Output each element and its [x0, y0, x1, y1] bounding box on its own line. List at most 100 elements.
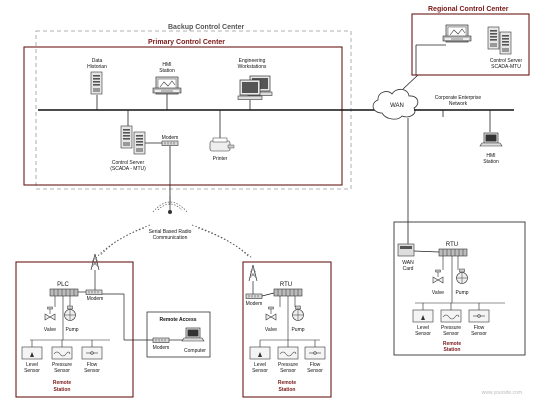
data-historian-node: Data Historian	[87, 58, 107, 110]
rs3-valve-icon	[432, 269, 444, 284]
wan-label: WAN	[390, 103, 404, 109]
radio-label-1: Serial Based Radio	[149, 229, 192, 235]
control-server-node: Control Server (SCADA - MTU)	[110, 110, 162, 172]
regional-server-icon-a	[487, 26, 500, 50]
remote-access-modem-label: Modem	[153, 345, 170, 351]
rs3-title-1: Remote	[443, 341, 462, 347]
modem-primary-label: Modem	[162, 135, 179, 141]
remote-station-1-region	[15, 261, 134, 398]
rs1-title-1: Remote	[53, 380, 72, 386]
rs2-flow-label-1: Flow	[310, 362, 321, 368]
control-server-label-2: (SCADA - MTU)	[110, 166, 146, 172]
remote-access-modem-icon	[152, 337, 170, 343]
primary-control-center-region	[23, 46, 343, 186]
engineering-workstations-node: Engineering Workstations	[237, 58, 273, 110]
regional-control-center-region	[411, 13, 530, 76]
rs3-flow-label-2: Sensor	[471, 331, 487, 337]
historian-server-icon	[90, 71, 103, 95]
remote-access-region	[146, 311, 211, 358]
rs3-title-2: Station	[444, 347, 461, 353]
control-server-icon-a	[120, 125, 133, 149]
hmi-station-primary-node: HMI Station	[152, 62, 182, 110]
regional-hmi-icon	[442, 24, 472, 43]
rs2-modem-icon	[245, 293, 263, 299]
rs3-valve-label: Valve	[432, 290, 444, 296]
corporate-hmi-label-1: HMI	[486, 153, 495, 159]
rs1-level-label-2: Sensor	[24, 368, 40, 374]
corporate-hmi-label-2: Station	[483, 159, 499, 165]
corporate-hmi-laptop-icon	[479, 132, 503, 147]
rs2-valve-label: Valve	[265, 327, 277, 333]
rs3-pump-label: Pump	[455, 290, 468, 296]
rs3-pressure-label-1: Pressure	[441, 325, 461, 331]
printer-label: Printer	[213, 156, 228, 162]
rs1-flow-label-1: Flow	[87, 362, 98, 368]
radio-label-2: Communication	[153, 235, 188, 241]
rs2-tower-icon	[248, 264, 258, 282]
corporate-network-label-2: Network	[449, 101, 468, 107]
hmi-station-primary-label-1: HMI	[162, 62, 171, 68]
rs3-level-label-2: Sensor	[415, 331, 431, 337]
rs2-modem-label: Modem	[246, 301, 263, 307]
regional-server-label-2: SCADA-MTU	[491, 64, 521, 70]
rs3-flow-label-1: Flow	[474, 325, 485, 331]
engineering-workstations-label-1: Engineering	[239, 58, 266, 64]
rs3-rtu-label: RTU	[446, 242, 458, 248]
radio-wave-left	[99, 224, 151, 257]
rs1-level-label-1: Level	[26, 362, 38, 368]
data-historian-label-1: Data	[92, 58, 103, 64]
rs2-title-1: Remote	[278, 380, 297, 386]
rs2-valve-icon	[265, 306, 277, 321]
printer-icon	[209, 140, 231, 152]
wan-cloud-node: WAN	[372, 74, 419, 243]
corporate-network-label-1: Corporate Enterprise	[435, 95, 482, 101]
rs3-rtu-icon	[438, 248, 468, 257]
remote-access-computer-icon	[181, 327, 205, 342]
rs3-wan-card-label-2: Card	[403, 266, 414, 272]
control-server-icon-b	[133, 131, 146, 155]
corporate-network-node: Corporate Enterprise Network HMI Station	[414, 95, 514, 165]
rs3-wan-card-label-1: WAN	[402, 260, 414, 266]
rs2-level-label-2: Sensor	[252, 368, 268, 374]
rs2-title-2: Station	[279, 387, 296, 393]
rs1-valve-label: Valve	[44, 327, 56, 333]
remote-access-computer-label: Computer	[184, 348, 206, 354]
rs2-flow-label-2: Sensor	[307, 368, 323, 374]
remote-station-3-region	[393, 221, 526, 356]
rs1-modem-icon	[85, 289, 103, 295]
rs1-valve-icon	[44, 306, 56, 321]
printer-node: Printer	[209, 110, 235, 162]
rs1-title-2: Station	[54, 387, 71, 393]
hmi-station-primary-label-2: Station	[159, 68, 175, 74]
watermark: www.yoursite.com	[482, 390, 522, 396]
rs1-pump-label: Pump	[65, 327, 78, 333]
rs1-plc-icon	[49, 288, 79, 297]
data-historian-label-2: Historian	[87, 64, 107, 70]
radio-wave-right	[191, 224, 249, 257]
regional-control-center-title: Regional Control Center	[428, 6, 509, 13]
rs2-pump-icon	[292, 305, 304, 321]
regional-server-label-1: Control Server	[490, 58, 523, 64]
rs3-level-label-1: Level	[417, 325, 429, 331]
regional-server-icon-b	[499, 31, 512, 55]
engineering-workstations-label-2: Workstations	[238, 64, 267, 70]
rs1-flow-label-2: Sensor	[84, 368, 100, 374]
primary-control-center-title: Primary Control Center	[148, 39, 225, 46]
rs3-pump-icon	[456, 268, 468, 284]
modem-primary-node: Modem	[162, 135, 179, 205]
rs1-pump-icon	[64, 305, 76, 321]
rs2-pump-label: Pump	[291, 327, 304, 333]
rs3-pressure-label-2: Sensor	[443, 331, 459, 337]
workstation-icon-1	[237, 79, 263, 100]
rs1-modem-label: Modem	[87, 296, 104, 302]
rs2-pressure-label-1: Pressure	[278, 362, 298, 368]
rs2-rtu-icon	[273, 288, 303, 297]
radio-communication: Serial Based Radio Communication	[95, 196, 253, 259]
hmi-console-icon	[152, 76, 182, 95]
rs3-wan-card-icon	[397, 243, 415, 257]
rs1-plc-label: PLC	[57, 282, 69, 288]
remote-access-title: Remote Access	[159, 317, 196, 323]
radio-antenna-icon	[168, 210, 172, 214]
